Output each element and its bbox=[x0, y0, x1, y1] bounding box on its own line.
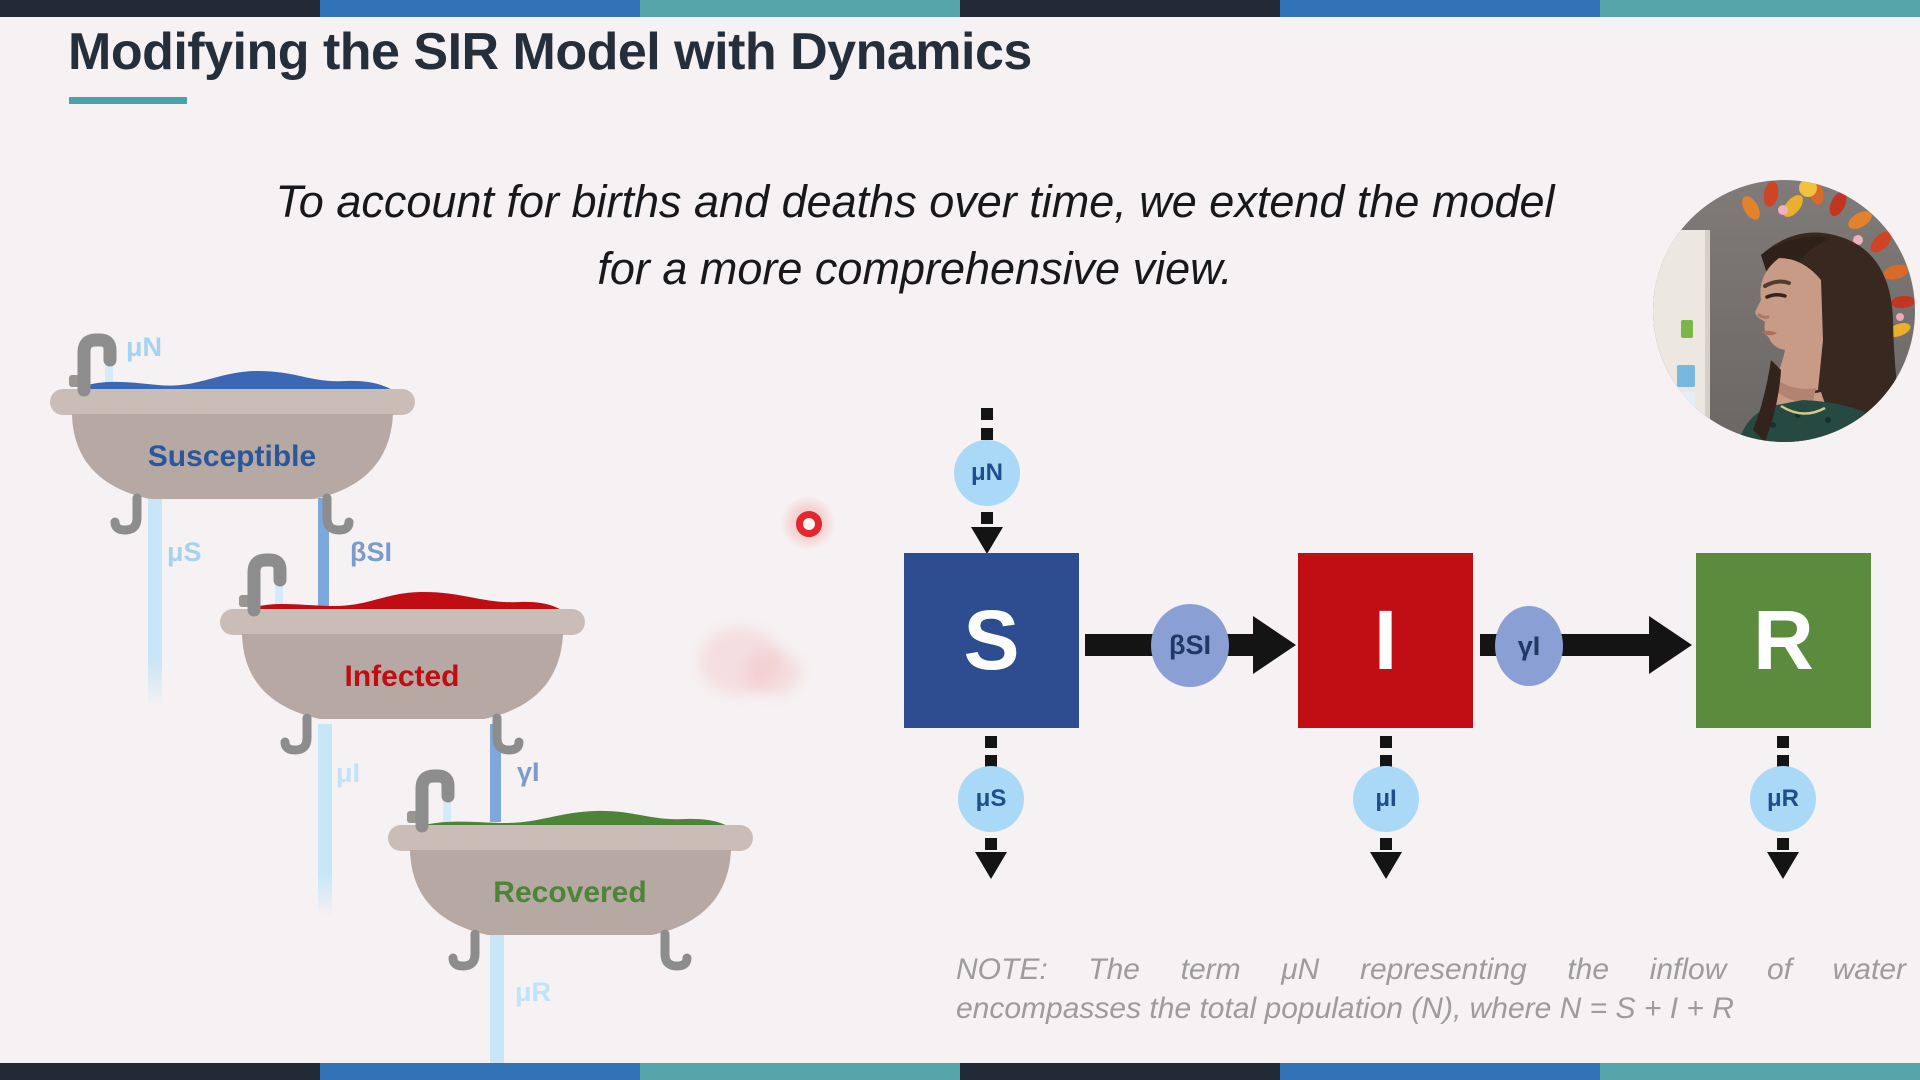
fridge bbox=[1653, 230, 1707, 442]
laser-pointer-dot bbox=[796, 511, 822, 537]
arrow-right-icon bbox=[1649, 616, 1692, 674]
dashed-outflow-line bbox=[1777, 736, 1789, 767]
tub-foot bbox=[660, 929, 692, 971]
tub-body bbox=[410, 850, 731, 935]
faucet-water bbox=[275, 576, 283, 612]
footnote-line-2: encompasses the total population (N), wh… bbox=[956, 992, 1734, 1025]
bathtub-illustration bbox=[50, 333, 415, 535]
tub-foot bbox=[322, 493, 354, 535]
tub-foot bbox=[110, 493, 142, 535]
compartment-box-r: R bbox=[1696, 553, 1871, 728]
bathtub-recovered: Recovered bbox=[380, 766, 760, 981]
outflow-node-mu-i: μI bbox=[1353, 766, 1419, 832]
footnote-line-1: NOTE: The term μN representing the inflo… bbox=[956, 953, 1906, 986]
tub-label-recovered: Recovered bbox=[493, 876, 647, 909]
dashed-outflow-line bbox=[985, 736, 997, 767]
compartment-box-s: S bbox=[904, 553, 1079, 728]
dashed-outflow-line bbox=[1380, 736, 1392, 767]
tub-foot bbox=[448, 929, 480, 971]
bathtub-illustration bbox=[220, 553, 585, 755]
title-underline bbox=[69, 97, 187, 104]
inflow-node-mu-n: μN bbox=[954, 440, 1020, 506]
bar-segment bbox=[960, 0, 1280, 17]
bathtub-infected: Infected bbox=[212, 550, 592, 765]
subtitle-line-2: for a more comprehensive view. bbox=[597, 243, 1233, 294]
top-accent-bar bbox=[0, 0, 1920, 17]
outflow-node-mu-s: μS bbox=[958, 766, 1024, 832]
slide-subtitle: To account for births and deaths over ti… bbox=[100, 168, 1730, 302]
tub-label-infected: Infected bbox=[344, 660, 460, 693]
bar-segment bbox=[1280, 1063, 1600, 1080]
tub-rim bbox=[50, 389, 415, 415]
compartment-box-i: I bbox=[1298, 553, 1473, 728]
bar-segment bbox=[640, 1063, 960, 1080]
flow-label-mu-n: μN bbox=[126, 332, 163, 362]
arrow-down-icon bbox=[971, 527, 1003, 554]
bar-segment bbox=[0, 1063, 320, 1080]
dashed-inflow-line bbox=[981, 408, 993, 440]
dashed-outflow-line bbox=[985, 838, 997, 850]
arrow-down-icon bbox=[1370, 852, 1402, 879]
bottom-accent-bar bbox=[0, 1063, 1920, 1080]
stream-beta-si bbox=[318, 498, 329, 612]
bar-segment bbox=[1280, 0, 1600, 17]
tub-rim bbox=[220, 609, 585, 635]
stream-gamma-i bbox=[490, 724, 501, 822]
faucet-water bbox=[105, 356, 113, 392]
presenter-webcam bbox=[1653, 180, 1915, 442]
bar-segment bbox=[0, 0, 320, 17]
faint-smudge bbox=[700, 628, 780, 694]
tub-foot bbox=[280, 713, 312, 755]
arrow-right-icon bbox=[1253, 616, 1296, 674]
dashed-outflow-line bbox=[1380, 838, 1392, 850]
bar-segment bbox=[1600, 0, 1920, 17]
faucet-icon bbox=[77, 333, 117, 397]
subtitle-line-1: To account for births and deaths over ti… bbox=[275, 176, 1555, 227]
faucet-icon bbox=[247, 553, 287, 617]
flow-label-mu-r: μR bbox=[515, 977, 552, 1007]
stream-mu-i bbox=[318, 724, 332, 916]
arrow-down-icon bbox=[975, 852, 1007, 879]
bar-segment bbox=[640, 0, 960, 17]
bar-segment bbox=[320, 0, 640, 17]
slide-title: Modifying the SIR Model with Dynamics bbox=[68, 23, 1032, 81]
bar-segment bbox=[960, 1063, 1280, 1080]
bathtub-susceptible: Susceptible bbox=[42, 330, 422, 545]
tub-rim bbox=[388, 825, 753, 851]
arrow-down-icon bbox=[1767, 852, 1799, 879]
faucet-water bbox=[443, 792, 451, 828]
faucet-icon bbox=[415, 769, 455, 833]
bar-segment bbox=[320, 1063, 640, 1080]
flow-label-beta-si: βSI bbox=[350, 537, 392, 567]
autumn-garland bbox=[1742, 180, 1915, 337]
flow-label-mu-s: μS bbox=[167, 537, 202, 567]
tub-body bbox=[242, 634, 563, 719]
tub-body bbox=[72, 414, 393, 499]
webcam-avatar bbox=[1653, 180, 1915, 442]
bathtub-illustration bbox=[388, 769, 753, 971]
dashed-inflow-line bbox=[981, 512, 993, 524]
bar-segment bbox=[1600, 1063, 1920, 1080]
footnote: NOTE: The term μN representing the inflo… bbox=[956, 950, 1906, 1028]
flow-label-mu-i: μI bbox=[336, 758, 361, 788]
dashed-outflow-line bbox=[1777, 838, 1789, 850]
transition-node-beta-si: βSI bbox=[1151, 604, 1229, 687]
stream-mu-r bbox=[490, 935, 504, 1063]
tub-foot bbox=[492, 713, 524, 755]
flow-label-gamma-i: γI bbox=[517, 757, 540, 787]
tub-label-susceptible: Susceptible bbox=[147, 440, 317, 473]
stream-mu-s bbox=[148, 498, 162, 706]
presenter bbox=[1739, 232, 1905, 442]
outflow-node-mu-r: μR bbox=[1750, 766, 1816, 832]
transition-node-gamma-i: γI bbox=[1495, 606, 1563, 686]
faint-smudge bbox=[745, 650, 800, 695]
